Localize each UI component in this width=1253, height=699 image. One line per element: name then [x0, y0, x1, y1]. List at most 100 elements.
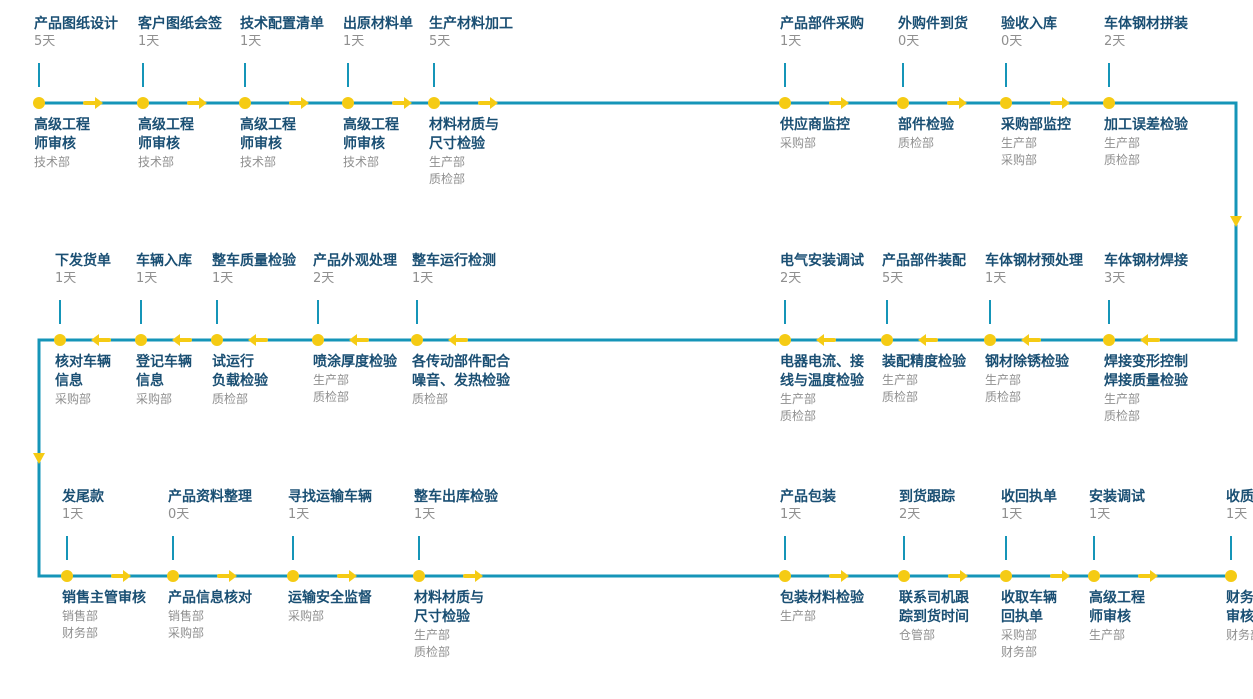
row0-node6-arrow-head [959, 97, 967, 109]
step-duration: 5天 [882, 271, 904, 286]
department-text: 质检部 [212, 392, 249, 406]
department-text: 质检部 [429, 172, 466, 186]
control-label: 喷涂厚度检验生产部质检部 [313, 353, 397, 406]
control-text: 焊接质量检验 [1104, 373, 1188, 389]
department-text: 技术部 [34, 155, 71, 169]
department-text: 生产部 [313, 373, 350, 387]
row1-node1-arrow-head [172, 334, 180, 346]
department-text: 采购部 [1001, 153, 1038, 167]
step-title: 出原材料单 [343, 16, 413, 32]
department-text: 质检部 [412, 392, 449, 406]
step-duration: 0天 [1001, 34, 1023, 49]
step-duration: 1天 [288, 507, 310, 522]
department-text: 质检部 [985, 390, 1022, 404]
step-duration: 1天 [412, 271, 434, 286]
step-label: 验收入库 0天 [1001, 16, 1057, 50]
row0-node3-dot [342, 97, 354, 109]
row0-node8-dot [1103, 97, 1115, 109]
step-duration: 2天 [899, 507, 921, 522]
step-duration: 1天 [780, 507, 802, 522]
step-duration: 1天 [62, 507, 84, 522]
step-title: 收质保金 [1226, 489, 1253, 505]
row2-node2-dot [287, 570, 299, 582]
control-label: 产品信息核对销售部采购部 [168, 589, 252, 642]
department-text: 销售部 [168, 609, 205, 623]
department-text: 生产部 [985, 373, 1022, 387]
row1-node0-dot [54, 334, 66, 346]
step-title: 产品资料整理 [168, 489, 252, 505]
department-text: 质检部 [414, 645, 451, 659]
row2-node7-arrow-head [1150, 570, 1158, 582]
control-label: 高级工程师审核技术部 [343, 116, 399, 171]
control-text: 电器电流、接 [780, 354, 864, 370]
control-label: 各传动部件配合噪音、发热检验质检部 [412, 353, 510, 408]
step-title: 整车质量检验 [212, 253, 296, 269]
control-text: 材料材质与 [429, 117, 499, 133]
control-text: 材料材质与 [414, 590, 484, 606]
department-text: 技术部 [343, 155, 380, 169]
row0-node2-dot [239, 97, 251, 109]
department-text: 采购部 [55, 392, 92, 406]
row0-node5-arrow-head [841, 97, 849, 109]
step-duration: 1天 [780, 34, 802, 49]
row1-node1-dot [135, 334, 147, 346]
row1-node3-arrow-head [349, 334, 357, 346]
step-title: 外购件到货 [898, 16, 968, 32]
row0-node2-arrow-head [301, 97, 309, 109]
control-text: 运输安全监督 [288, 590, 372, 606]
step-label: 收质保金1天 [1226, 489, 1253, 523]
row2-node5-dot [898, 570, 910, 582]
step-title: 验收入库 [1001, 16, 1057, 32]
control-text: 装配精度检验 [882, 354, 966, 370]
step-duration: 1天 [1001, 507, 1023, 522]
control-text: 喷涂厚度检验 [313, 354, 397, 370]
control-label: 核对车辆信息采购部 [55, 353, 111, 408]
control-text: 师审核 [240, 136, 282, 152]
department-text: 采购部 [136, 392, 173, 406]
row2-node1-dot [167, 570, 179, 582]
down-arrow-left [33, 453, 45, 464]
control-label: 包装材料检验生产部 [780, 589, 864, 625]
control-text: 尺寸检验 [414, 609, 470, 625]
step-duration: 2天 [780, 271, 802, 286]
step-duration: 1天 [136, 271, 158, 286]
step-title: 产品部件装配 [882, 253, 966, 269]
control-text: 产品信息核对 [168, 590, 252, 606]
department-text: 生产部 [414, 628, 451, 642]
control-text: 尺寸检验 [429, 136, 485, 152]
control-text: 师审核 [1089, 609, 1131, 625]
row2-node8-dot [1225, 570, 1237, 582]
department-text: 采购部 [288, 609, 325, 623]
department-text: 生产部 [1089, 628, 1126, 642]
row2-node3-arrow-head [475, 570, 483, 582]
step-title: 客户图纸会签 [138, 16, 222, 32]
row1-node7-arrow-head [1021, 334, 1029, 346]
row1-node8-arrow-head [1140, 334, 1148, 346]
department-text: 采购部 [780, 136, 817, 150]
department-text: 技术部 [240, 155, 277, 169]
step-duration: 3天 [1104, 271, 1126, 286]
control-label: 装配精度检验生产部质检部 [882, 353, 966, 406]
control-label: 收取车辆回执单采购部财务部 [1001, 589, 1057, 661]
control-label: 销售主管审核销售部财务部 [62, 589, 146, 642]
step-title: 安装调试 [1089, 489, 1145, 505]
department-text: 生产部 [1001, 136, 1038, 150]
control-text: 销售主管审核 [62, 590, 146, 606]
step-title: 下发货单 [55, 253, 111, 269]
control-label: 电器电流、接线与温度检验生产部质检部 [780, 353, 864, 425]
control-text: 高级工程 [1089, 590, 1145, 606]
row1-node6-dot [881, 334, 893, 346]
row1-node5-arrow-head [816, 334, 824, 346]
